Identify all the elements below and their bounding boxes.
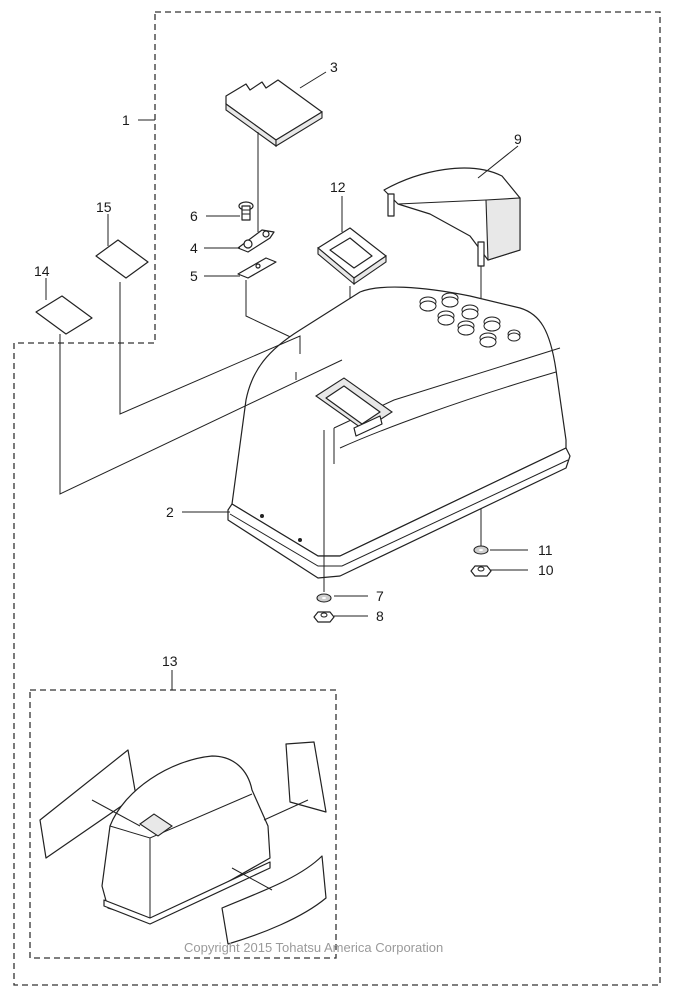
callout-6: 6	[190, 208, 198, 224]
part-4-clip	[237, 229, 275, 253]
part-14-decal	[35, 295, 93, 335]
callout-13: 13	[162, 653, 178, 669]
callout-1: 1	[122, 112, 130, 128]
part-12-gasket	[317, 227, 387, 286]
callout-2: 2	[166, 504, 174, 520]
callout-10: 10	[538, 562, 554, 578]
part-5-plate	[237, 257, 277, 279]
callout-4: 4	[190, 240, 198, 256]
part-6-bolt	[238, 201, 254, 221]
part-10-nut	[470, 565, 492, 577]
callout-9: 9	[514, 131, 522, 147]
part-7-washer	[316, 593, 332, 603]
part-2-engine-cover	[227, 286, 571, 579]
part-13-decal-set	[39, 741, 327, 945]
part-8-nut	[313, 611, 335, 623]
callout-8: 8	[376, 608, 384, 624]
callout-15: 15	[96, 199, 112, 215]
part-9-intake-cover	[383, 167, 521, 267]
callout-7: 7	[376, 588, 384, 604]
assembly-boundary	[13, 11, 661, 986]
part-15-decal	[95, 239, 149, 279]
callout-14: 14	[34, 263, 50, 279]
callout-12: 12	[330, 179, 346, 195]
part-11-washer	[473, 545, 489, 555]
callout-3: 3	[330, 59, 338, 75]
copyright-notice: Copyright 2015 Tohatsu America Corporati…	[184, 940, 443, 955]
callout-5: 5	[190, 268, 198, 284]
subassembly-boundary	[29, 689, 337, 959]
callout-11: 11	[538, 542, 553, 558]
part-3-plate	[225, 79, 323, 148]
